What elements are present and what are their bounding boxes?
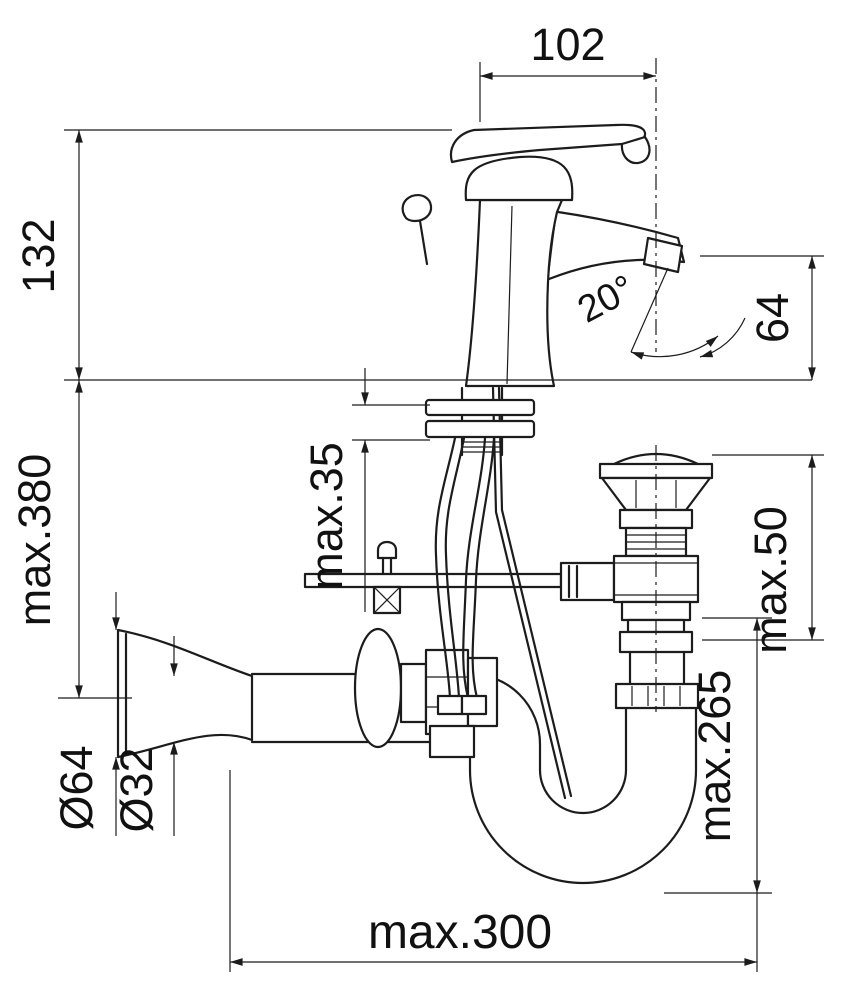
faucet-body-seam bbox=[506, 205, 513, 385]
dim-flange-diameter-label: Ø64 bbox=[51, 745, 102, 830]
hose-fitting bbox=[460, 694, 488, 716]
trap-rosette bbox=[353, 627, 403, 749]
dim-hose-length-label: max.380 bbox=[9, 454, 60, 627]
dim-waste-depth-label: max.50 bbox=[745, 506, 796, 654]
mounting-group bbox=[424, 386, 536, 457]
dim-wall-distance-label: max.300 bbox=[368, 906, 552, 959]
trap-outline-inner bbox=[250, 672, 628, 815]
trap-and-waste-group bbox=[116, 627, 698, 885]
trap-union-nut bbox=[614, 682, 700, 710]
supply-hose bbox=[444, 436, 466, 700]
supply-hoses-group bbox=[434, 436, 496, 716]
dim-faucet-height-label: 132 bbox=[13, 218, 64, 293]
faucet-cartridge-dome bbox=[464, 155, 574, 202]
lift-rod bbox=[491, 386, 567, 800]
hose-fitting bbox=[436, 694, 464, 716]
supply-hose bbox=[471, 436, 496, 700]
dim-pipe-diameter-label: Ø32 bbox=[111, 747, 162, 832]
dim-spout-height-label: 64 bbox=[747, 293, 798, 343]
dim-deck-thickness-label: max.35 bbox=[301, 442, 352, 590]
faucet-handle-lever bbox=[449, 123, 647, 164]
swivel-arrow bbox=[699, 317, 746, 358]
wall-flange bbox=[116, 628, 254, 759]
supply-hose bbox=[462, 436, 487, 700]
dimension-lines-group bbox=[58, 58, 824, 972]
dim-trap-clearance-label: max.265 bbox=[689, 670, 740, 843]
faucet-body bbox=[464, 198, 564, 388]
valve-handle bbox=[428, 724, 476, 759]
mounting-nut-bottom bbox=[424, 419, 536, 439]
dimension-labels-group: 102 132 20° 64 max.380 max.35 max.50 max… bbox=[9, 19, 798, 959]
clamp-screw-head bbox=[376, 540, 398, 560]
spout-aerator bbox=[642, 236, 684, 274]
spout-seam bbox=[547, 215, 557, 281]
popup-rod-knob bbox=[401, 194, 433, 223]
faucet-group bbox=[401, 123, 686, 388]
angle-arc bbox=[630, 335, 719, 360]
dim-spout-reach-label: 102 bbox=[530, 19, 605, 70]
valve-neck bbox=[399, 662, 428, 724]
mounting-washer-top bbox=[424, 398, 536, 417]
popup-rod-knob-stem bbox=[418, 219, 429, 266]
clamp-block-cross bbox=[373, 586, 401, 614]
faucet-handle-tip bbox=[620, 135, 651, 165]
stream-angle-line bbox=[630, 267, 669, 353]
dim-stream-angle-label: 20° bbox=[571, 267, 641, 331]
supply-hose bbox=[434, 436, 457, 700]
